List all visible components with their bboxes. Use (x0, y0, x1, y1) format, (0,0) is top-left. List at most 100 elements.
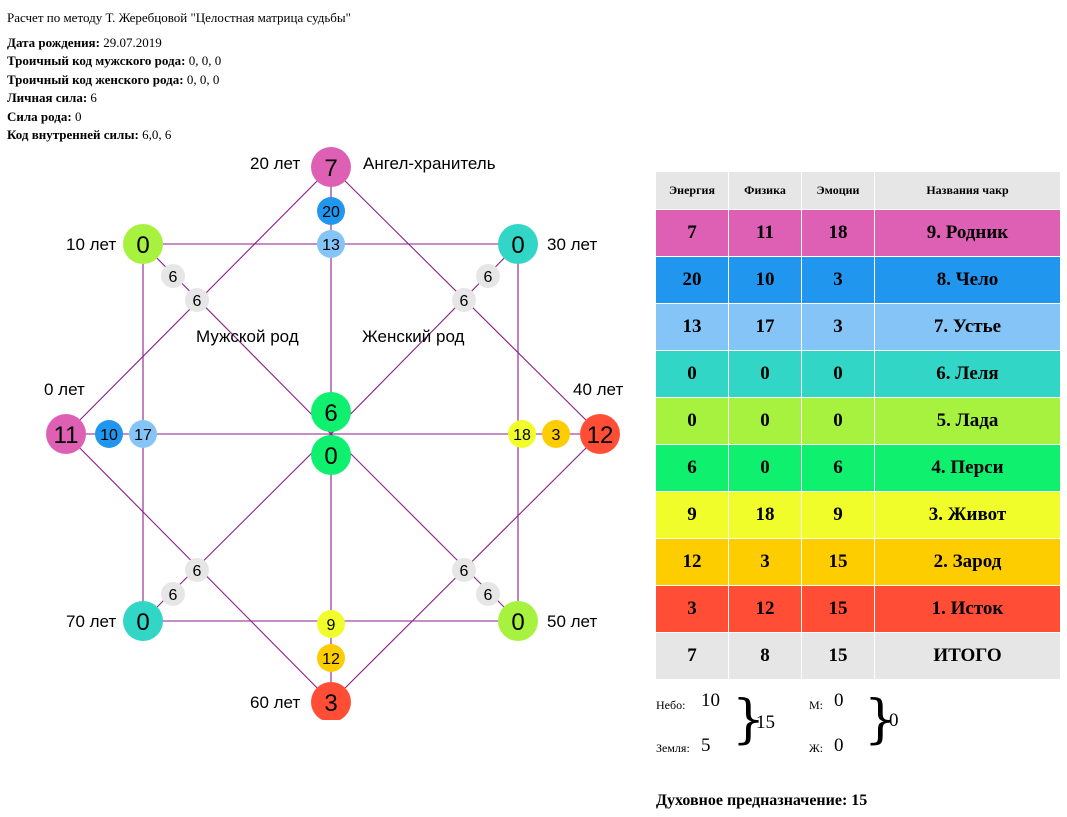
info-block: Расчет по методу Т. Жеребцовой "Целостна… (7, 9, 351, 145)
cell-energy: 13 (656, 303, 729, 351)
node-left-inner-1: 10 (95, 420, 123, 448)
label-age-60: 60 лет (250, 693, 300, 712)
svg-text:6: 6 (460, 293, 469, 310)
cell-chakra-name: 2. Зарод (874, 538, 1061, 586)
cell-chakra-name: 4. Перси (874, 444, 1061, 492)
birth-date-label: Дата рождения: (7, 34, 100, 50)
cell-energy: 9 (656, 491, 729, 539)
node-corner-bl: 0 (123, 601, 163, 641)
svg-text:18: 18 (513, 427, 531, 444)
col-chakra-name: Названия чакр (874, 172, 1061, 210)
cell-emotions: 3 (801, 256, 875, 304)
svg-text:11: 11 (54, 422, 79, 449)
node-center: 0 (311, 435, 351, 475)
node-right-inner-1: 3 (542, 420, 570, 448)
birth-date-value: 29.07.2019 (103, 34, 162, 50)
node-left-inner-2: 17 (129, 420, 157, 448)
node-br-2: 6 (476, 582, 500, 606)
node-tl-2: 6 (185, 288, 209, 312)
cell-physics: 0 (728, 444, 802, 492)
node-top-inner-1: 20 (317, 197, 345, 225)
page-title: Расчет по методу Т. Жеребцовой "Целостна… (7, 10, 351, 25)
node-br-1: 6 (452, 558, 476, 582)
svg-text:20: 20 (322, 204, 340, 221)
label-female-line: Женский род (362, 327, 465, 346)
node-left: 11 (46, 414, 86, 454)
family-power-line: Сила рода: 0 (7, 108, 351, 127)
node-bl-1: 6 (185, 558, 209, 582)
node-bottom-inner-1: 12 (317, 644, 345, 672)
node-bottom-inner-2: 9 (317, 610, 345, 638)
node-tr-1: 6 (476, 264, 500, 288)
node-top-inner-2: 13 (317, 230, 345, 258)
chakra-table-header: Энергия Физика Эмоции Названия чакр (656, 172, 1061, 210)
cell-physics: 8 (728, 632, 802, 679)
svg-text:3: 3 (552, 427, 561, 444)
svg-text:0: 0 (511, 232, 524, 259)
sums-block: Небо: 10 Земля: 5 } 15 М: 0 Ж: 0 } 0 (656, 690, 956, 760)
cell-emotions: 15 (801, 538, 875, 586)
cell-emotions: 6 (801, 444, 875, 492)
svg-text:6: 6 (169, 587, 178, 604)
svg-text:12: 12 (587, 422, 614, 449)
cell-emotions: 15 (801, 632, 875, 679)
node-bottom: 3 (311, 682, 351, 720)
cell-energy: 6 (656, 444, 729, 492)
node-right-inner-2: 18 (508, 420, 536, 448)
cell-emotions: 15 (801, 585, 875, 633)
cell-energy: 7 (656, 632, 729, 679)
node-tl-1: 6 (161, 264, 185, 288)
cell-emotions: 18 (801, 209, 875, 257)
svg-text:6: 6 (324, 400, 337, 427)
m-f-total: 0 (889, 710, 899, 731)
cell-chakra-name: ИТОГО (874, 632, 1061, 679)
svg-text:7: 7 (324, 155, 337, 182)
svg-text:6: 6 (193, 293, 202, 310)
label-male-line: Мужской род (196, 327, 299, 346)
m-label: М: (809, 698, 824, 712)
sky-earth-brace: } (732, 690, 766, 750)
cell-chakra-name: 5. Лада (874, 397, 1061, 445)
cell-emotions: 9 (801, 491, 875, 539)
label-age-50: 50 лет (547, 612, 597, 631)
earth-value: 5 (701, 735, 711, 756)
m-value: 0 (834, 690, 844, 711)
col-energy: Энергия (656, 172, 729, 210)
cell-emotions: 0 (801, 350, 875, 398)
matrix-nodes: 7 11 12 3 6 0 0 0 0 0 20 13 10 17 3 18 1… (46, 147, 620, 720)
spiritual-purpose: Духовное предназначение: 15 (656, 792, 867, 810)
svg-text:3: 3 (324, 690, 337, 717)
male-code-line: Троичный код мужского рода: 0, 0, 0 (7, 52, 351, 71)
cell-chakra-name: 1. Исток (874, 585, 1061, 633)
svg-text:0: 0 (136, 609, 149, 636)
female-code-label: Троичный код женского рода: (7, 71, 184, 87)
f-label: Ж: (809, 741, 824, 755)
inner-code-value: 6,0, 6 (142, 127, 172, 142)
cell-physics: 0 (728, 350, 802, 398)
female-code-line: Троичный код женского рода: 0, 0, 0 (7, 71, 351, 90)
sky-label: Небо: (656, 698, 686, 712)
col-physics: Физика (728, 172, 802, 210)
svg-text:0: 0 (136, 232, 149, 259)
svg-text:6: 6 (193, 563, 202, 580)
inner-code-line: Код внутренней силы: 6,0, 6 (7, 126, 351, 145)
cell-physics: 17 (728, 303, 802, 351)
node-corner-br: 0 (498, 601, 538, 641)
sky-earth-total: 15 (756, 712, 775, 733)
cell-chakra-name: 8. Чело (874, 256, 1061, 304)
cell-energy: 12 (656, 538, 729, 586)
cell-energy: 7 (656, 209, 729, 257)
spiritual-purpose-label: Духовное предназначение: (656, 792, 848, 809)
personal-power-label: Личная сила: (7, 90, 88, 105)
cell-emotions: 0 (801, 397, 875, 445)
node-right: 12 (580, 414, 620, 454)
family-power-value: 0 (74, 108, 82, 124)
